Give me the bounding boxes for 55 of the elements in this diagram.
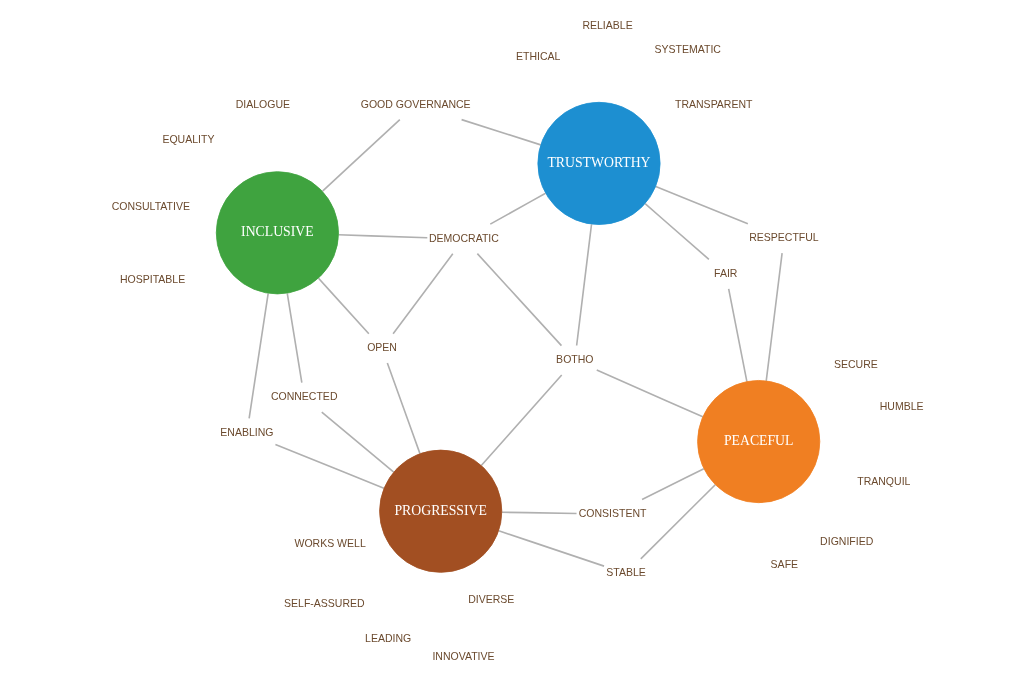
node-text: FAIR xyxy=(714,266,738,279)
node-label: HUMBLE xyxy=(879,399,924,412)
node-text: CONSISTENT xyxy=(578,506,647,519)
node-label: SYSTEMATIC xyxy=(654,42,721,55)
node-circle: INCLUSIVE xyxy=(215,171,339,295)
node-text: STABLE xyxy=(606,566,646,579)
node-text: GOOD GOVERNANCE xyxy=(360,97,471,110)
connector xyxy=(727,288,748,383)
connector xyxy=(392,252,454,335)
node-label: TRANQUIL xyxy=(857,475,911,488)
connector xyxy=(765,252,783,382)
node-label: EQUALITY xyxy=(162,132,215,145)
connector xyxy=(320,411,395,473)
node-text: RESPECTFUL xyxy=(749,231,819,244)
connector xyxy=(501,511,578,515)
node-label: SELF-ASSURED xyxy=(284,596,365,609)
node-label: CONSULTATIVE xyxy=(111,199,190,212)
connector xyxy=(317,277,370,335)
node-label: DIALOGUE xyxy=(235,98,291,111)
node-circle: TRUSTWORTHY xyxy=(537,101,661,225)
connector xyxy=(460,118,542,146)
node-circle: PROGRESSIVE xyxy=(379,449,503,573)
connector xyxy=(286,292,303,384)
node-text: DEMOCRATIC xyxy=(428,231,499,244)
node-label: INNOVATIVE xyxy=(432,649,495,662)
node-text: BOTHO xyxy=(556,353,594,366)
node-label: RELIABLE xyxy=(582,18,633,31)
node-label: DIGNIFIED xyxy=(820,534,874,547)
node-label: ETHICAL xyxy=(516,49,561,62)
node-label: SAFE xyxy=(770,557,799,570)
node-circle: PEACEFUL xyxy=(697,380,821,504)
node-label: DIVERSE xyxy=(468,592,515,605)
node-text: OPEN xyxy=(367,341,397,354)
connector xyxy=(640,483,717,560)
node-label: LEADING xyxy=(365,632,412,645)
connector xyxy=(480,374,563,467)
node-label: WORKS WELL xyxy=(294,536,366,549)
connector xyxy=(644,202,710,261)
node-label: TRANSPARENT xyxy=(674,98,753,111)
connector xyxy=(641,467,705,501)
connector xyxy=(654,185,749,225)
node-label: SECURE xyxy=(833,358,878,371)
connector xyxy=(337,234,429,239)
connector xyxy=(595,369,704,418)
connector xyxy=(386,362,421,455)
connector xyxy=(476,252,563,347)
connector xyxy=(321,118,401,192)
node-text: CONNECTED xyxy=(270,390,338,403)
connector xyxy=(575,223,593,347)
node-text: ENABLING xyxy=(220,425,274,438)
connector xyxy=(248,292,269,420)
connector xyxy=(274,443,385,490)
connector xyxy=(497,529,605,567)
connector xyxy=(489,192,547,225)
node-label: HOSPITABLE xyxy=(119,272,186,285)
